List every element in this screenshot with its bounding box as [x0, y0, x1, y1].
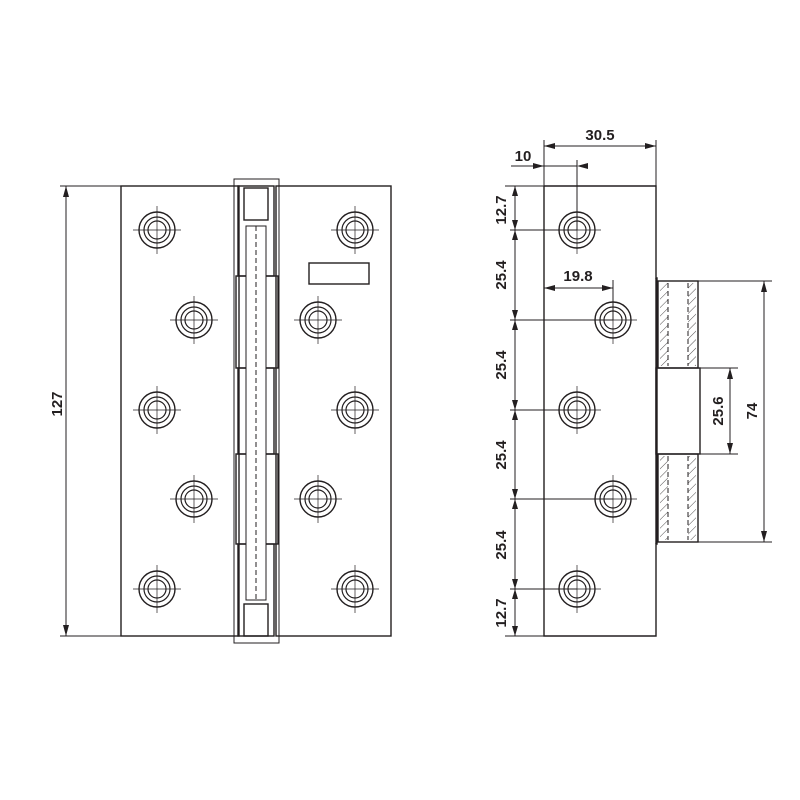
screw-hole	[331, 206, 379, 254]
screw-hole	[170, 296, 218, 344]
pin-tip-top	[243, 187, 269, 221]
dim-hole-spacing-chain: 12.7 25.4 25.4 25.4 25.4 12.7	[493, 185, 613, 637]
screw-hole	[133, 206, 181, 254]
side-knuckle-top	[657, 280, 699, 369]
dim-end-bottom-label: 12.7	[493, 598, 510, 627]
dim-arrow	[512, 310, 518, 320]
dim-edge-offset: 10	[511, 148, 588, 230]
dim-arrow	[512, 410, 518, 420]
dim-spacing-4-label: 25.4	[493, 530, 510, 560]
front-screw-holes	[133, 206, 379, 613]
screw-hole	[133, 386, 181, 434]
marking-plate	[308, 262, 370, 285]
side-leaf-outline	[543, 185, 658, 637]
screw-hole	[133, 565, 181, 613]
side-view: 30.5 10 19.8 12	[493, 127, 772, 637]
dim-overall-width: 30.5	[543, 127, 657, 186]
dim-overall-height: 127	[49, 185, 121, 637]
dim-arrow	[512, 626, 518, 636]
dim-spacing-3-label: 25.4	[493, 440, 510, 470]
dim-overall-height-label: 127	[49, 391, 66, 416]
dim-knuckle-middle: 25.6	[700, 367, 738, 455]
dim-knuckle-total: 74	[698, 280, 772, 543]
dim-arrow	[512, 499, 518, 509]
dim-arrow	[512, 579, 518, 589]
screw-hole	[331, 386, 379, 434]
dim-arrow	[512, 186, 518, 196]
right-leaf	[275, 185, 392, 637]
side-knuckle-bottom	[657, 453, 699, 543]
dim-arrow	[512, 589, 518, 599]
front-view: 127	[49, 178, 392, 644]
screw-hole	[170, 475, 218, 523]
screw-hole	[294, 475, 342, 523]
dim-arrow	[512, 320, 518, 330]
dim-arrow	[512, 220, 518, 230]
dim-spacing-2-label: 25.4	[493, 350, 510, 380]
dim-arrow	[512, 400, 518, 410]
dim-edge-offset-label: 10	[515, 148, 532, 165]
knuckle-frame	[233, 178, 280, 644]
dim-center-offset-label: 19.8	[563, 268, 592, 285]
dim-arrow	[512, 489, 518, 499]
dim-center-offset: 19.8	[544, 268, 614, 320]
left-leaf	[120, 185, 240, 637]
dim-overall-width-label: 30.5	[585, 127, 614, 144]
dim-end-top-label: 12.7	[493, 195, 510, 224]
screw-hole	[331, 565, 379, 613]
side-knuckle-middle	[655, 367, 701, 455]
dim-spacing-1-label: 25.4	[493, 260, 510, 290]
dim-arrow	[512, 230, 518, 240]
pin-tip-bottom	[243, 603, 269, 637]
dim-knuckle-middle-label: 25.6	[710, 396, 727, 425]
screw-hole	[294, 296, 342, 344]
dim-knuckle-total-label: 74	[744, 402, 761, 419]
